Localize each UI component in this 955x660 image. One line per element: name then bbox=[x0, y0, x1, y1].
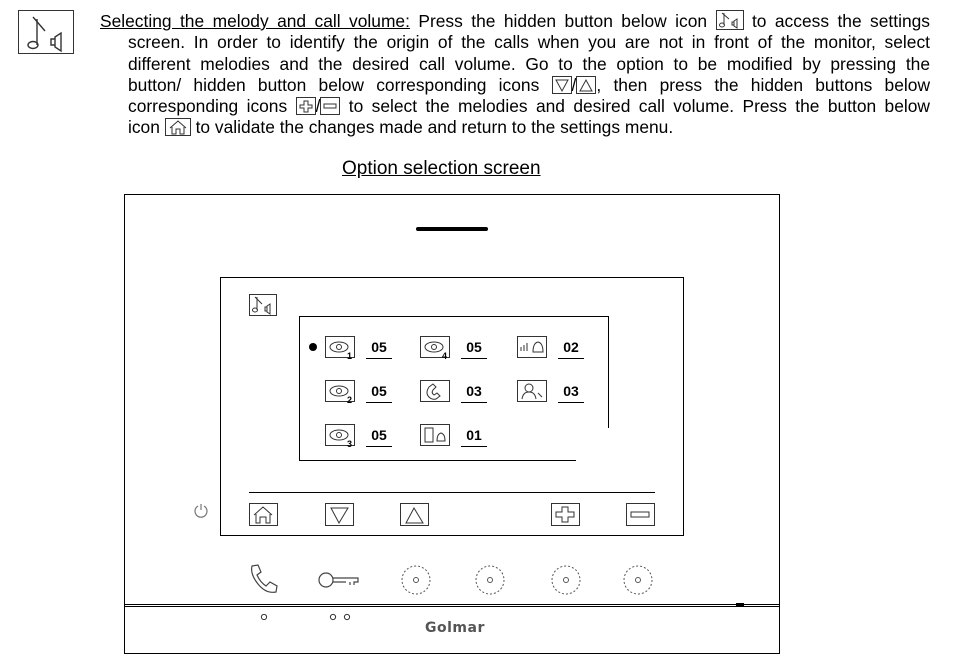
indicator-dot bbox=[343, 613, 351, 621]
value-underline bbox=[366, 358, 392, 359]
camera-number: 3 bbox=[347, 439, 353, 449]
instructions-text: / bbox=[571, 74, 577, 95]
option-value[interactable]: 01 bbox=[466, 427, 482, 443]
camera-number: 2 bbox=[347, 395, 353, 405]
value-underline bbox=[461, 358, 487, 359]
value-underline bbox=[366, 402, 392, 403]
monitor-frame bbox=[124, 194, 780, 654]
led-indicator bbox=[736, 603, 744, 607]
bell-volume-icon[interactable] bbox=[517, 336, 547, 358]
option-value[interactable]: 05 bbox=[371, 427, 387, 443]
minus-icon[interactable] bbox=[626, 503, 655, 526]
screen bbox=[220, 277, 684, 536]
home-icon[interactable] bbox=[249, 503, 278, 526]
home-icon bbox=[164, 118, 191, 137]
instructions-text: icon bbox=[128, 117, 160, 138]
up-icon bbox=[576, 75, 597, 94]
intercom-handset-icon[interactable] bbox=[420, 380, 450, 402]
person-call-icon[interactable] bbox=[517, 380, 547, 402]
option-value[interactable]: 03 bbox=[466, 383, 482, 399]
key-icon[interactable] bbox=[316, 568, 360, 592]
camera-slot bbox=[416, 227, 488, 231]
plus-icon bbox=[295, 97, 316, 116]
option-value[interactable]: 03 bbox=[563, 383, 579, 399]
instructions-text: button/ hidden button below correspondin… bbox=[128, 74, 540, 95]
hidden-button[interactable] bbox=[474, 564, 506, 596]
value-underline bbox=[461, 402, 487, 403]
camera-icon[interactable] bbox=[325, 380, 355, 402]
instructions-text: , then press the hidden buttons below bbox=[596, 74, 930, 95]
caption: Option selection screen bbox=[342, 158, 541, 179]
camera-number: 1 bbox=[347, 351, 353, 361]
indicator-dot bbox=[329, 613, 337, 621]
up-icon[interactable] bbox=[400, 503, 429, 526]
options-panel-border bbox=[299, 460, 576, 461]
melody-volume-icon bbox=[18, 10, 74, 54]
down-icon[interactable] bbox=[325, 503, 354, 526]
monitor-divider bbox=[124, 604, 780, 607]
brand-logo: Golmar bbox=[425, 620, 485, 640]
handset-icon[interactable] bbox=[246, 562, 282, 596]
hidden-button[interactable] bbox=[550, 564, 582, 596]
power-icon[interactable] bbox=[193, 502, 209, 518]
door-bell-icon[interactable] bbox=[420, 424, 450, 446]
selection-bullet bbox=[309, 343, 317, 351]
option-value[interactable]: 02 bbox=[563, 339, 579, 355]
options-panel-border bbox=[608, 316, 609, 428]
value-underline bbox=[558, 402, 584, 403]
option-value[interactable]: 05 bbox=[371, 383, 387, 399]
instructions-paragraph: Selecting the melody and call volume: Pr… bbox=[100, 10, 930, 139]
value-underline bbox=[558, 358, 584, 359]
option-value[interactable]: 05 bbox=[466, 339, 482, 355]
option-value[interactable]: 05 bbox=[371, 339, 387, 355]
instructions-heading: Selecting the melody and call volume: bbox=[100, 11, 410, 31]
value-underline bbox=[366, 446, 392, 447]
plus-icon[interactable] bbox=[551, 503, 580, 526]
minus-icon bbox=[320, 97, 341, 116]
instructions-text: Press the hidden button below icon bbox=[418, 11, 708, 31]
brand-name: Golmar bbox=[425, 620, 485, 636]
instructions-text: to access the settings bbox=[751, 11, 930, 31]
camera-number: 4 bbox=[442, 351, 448, 361]
camera-icon[interactable] bbox=[325, 336, 355, 358]
melody-volume-icon bbox=[715, 10, 744, 30]
instructions-text: / bbox=[315, 96, 321, 117]
melody-volume-icon bbox=[249, 294, 277, 316]
instructions-text: to validate the changes made and return … bbox=[195, 117, 674, 138]
instructions-text: to select the melodies and desired call … bbox=[348, 96, 930, 117]
camera-icon[interactable] bbox=[420, 336, 450, 358]
screen-bottom-divider bbox=[249, 492, 655, 493]
value-underline bbox=[461, 446, 487, 447]
hidden-button[interactable] bbox=[400, 564, 432, 596]
down-icon bbox=[551, 75, 572, 94]
instructions-line: screen. In order to identify the origin … bbox=[128, 32, 930, 53]
options-panel-border bbox=[299, 316, 609, 461]
camera-icon[interactable] bbox=[325, 424, 355, 446]
indicator-dot bbox=[260, 613, 268, 621]
hidden-button[interactable] bbox=[622, 564, 654, 596]
instructions-text: corresponding icons bbox=[128, 96, 288, 117]
instructions-line: different melodies and the desired call … bbox=[128, 53, 930, 74]
